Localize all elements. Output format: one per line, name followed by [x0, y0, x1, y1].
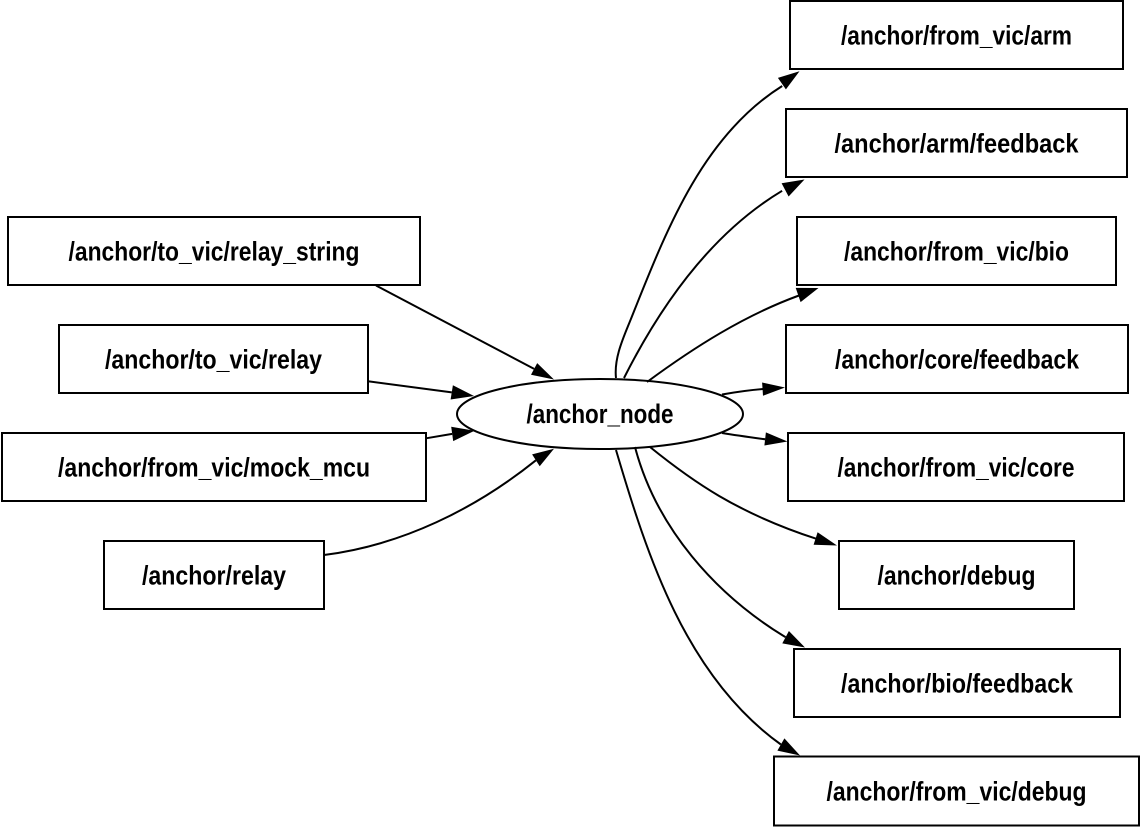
svg-text:/anchor/relay: /anchor/relay: [142, 561, 286, 591]
svg-text:/anchor/from_vic/arm: /anchor/from_vic/arm: [841, 21, 1072, 51]
svg-text:/anchor/from_vic/bio: /anchor/from_vic/bio: [844, 237, 1069, 267]
svg-text:/anchor/debug: /anchor/debug: [878, 561, 1036, 591]
svg-text:/anchor/from_vic/debug: /anchor/from_vic/debug: [827, 777, 1087, 807]
svg-text:/anchor/from_vic/mock_mcu: /anchor/from_vic/mock_mcu: [58, 453, 370, 483]
svg-text:/anchor/bio/feedback: /anchor/bio/feedback: [841, 669, 1074, 699]
svg-text:/anchor/from_vic/core: /anchor/from_vic/core: [838, 453, 1075, 483]
svg-text:/anchor/to_vic/relay: /anchor/to_vic/relay: [105, 345, 322, 375]
svg-text:/anchor/to_vic/relay_string: /anchor/to_vic/relay_string: [69, 237, 360, 267]
svg-text:/anchor_node: /anchor_node: [527, 399, 674, 429]
svg-text:/anchor/core/feedback: /anchor/core/feedback: [835, 345, 1080, 375]
svg-text:/anchor/arm/feedback: /anchor/arm/feedback: [835, 129, 1080, 159]
